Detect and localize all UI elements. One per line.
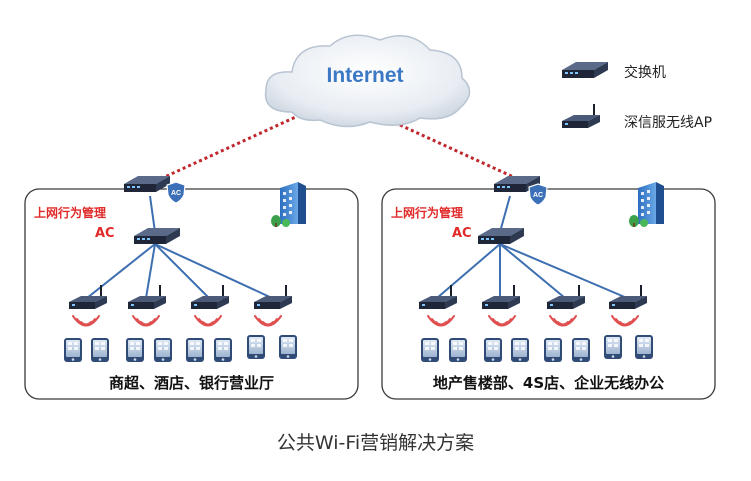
- access-point: [418, 284, 458, 310]
- controller-sub-label: AC: [95, 226, 115, 241]
- mobile-device-icon: [449, 338, 467, 362]
- controller-label: 上网行为管理: [391, 206, 464, 220]
- access-point: [190, 284, 230, 310]
- mobile-device-icon: [484, 338, 502, 362]
- panel-right-topology: [418, 176, 664, 362]
- core-switch-device: [134, 228, 180, 244]
- access-point: [253, 284, 293, 310]
- mobile-device-icon: [511, 338, 529, 362]
- mobile-device-icon: [186, 338, 204, 362]
- wifi-signal-icon: [194, 315, 222, 327]
- mobile-device-icon: [279, 335, 297, 359]
- panel-frame-left: [24, 188, 359, 400]
- controller-sub-label: AC: [452, 226, 472, 241]
- mobile-device-icon: [247, 335, 265, 359]
- wifi-signal-icon: [72, 315, 100, 327]
- wifi-signal-icon: [549, 315, 577, 327]
- access-point: [68, 284, 108, 310]
- mobile-device-icon: [126, 338, 144, 362]
- mobile-device-icon: [572, 338, 590, 362]
- mobile-device-icon: [154, 338, 172, 362]
- wifi-signal-icon: [427, 315, 455, 327]
- mobile-device-icon: [64, 338, 82, 362]
- ac-shield-icon: [166, 181, 186, 204]
- legend-label-switch: 交换机: [624, 65, 666, 81]
- panel-frame-right: [381, 188, 716, 400]
- wifi-signal-icon: [132, 315, 160, 327]
- legend-access-point-icon: [561, 103, 601, 129]
- internet-link-left: [157, 113, 301, 182]
- legend-switch-icon: [562, 62, 608, 78]
- mobile-device-icon: [214, 338, 232, 362]
- controller-label: 上网行为管理: [34, 206, 107, 220]
- ac-shield-icon: [528, 183, 548, 206]
- internet-cloud: [264, 34, 471, 128]
- mobile-device-icon: [604, 335, 622, 359]
- panel-left-topology: [64, 176, 306, 362]
- internet-link-right: [399, 123, 521, 182]
- mobile-device-icon: [544, 338, 562, 362]
- wifi-signal-icon: [254, 315, 282, 327]
- cloud-label: Internet: [326, 64, 404, 87]
- legend-label-ap: 深信服无线AP: [624, 115, 713, 131]
- access-point: [608, 284, 648, 310]
- mobile-device-icon: [421, 338, 439, 362]
- mobile-device-icon: [91, 338, 109, 362]
- mobile-device-icon: [635, 335, 653, 359]
- core-switch-device: [478, 228, 524, 244]
- diagram-caption: 公共Wi-Fi营销解决方案: [276, 432, 475, 454]
- wifi-signal-icon: [488, 315, 516, 327]
- panel-caption-right: 地产售楼部、4S店、企业无线办公: [432, 374, 665, 392]
- panel-caption-left: 商超、酒店、银行营业厅: [108, 374, 274, 392]
- wifi-signal-icon: [611, 315, 639, 327]
